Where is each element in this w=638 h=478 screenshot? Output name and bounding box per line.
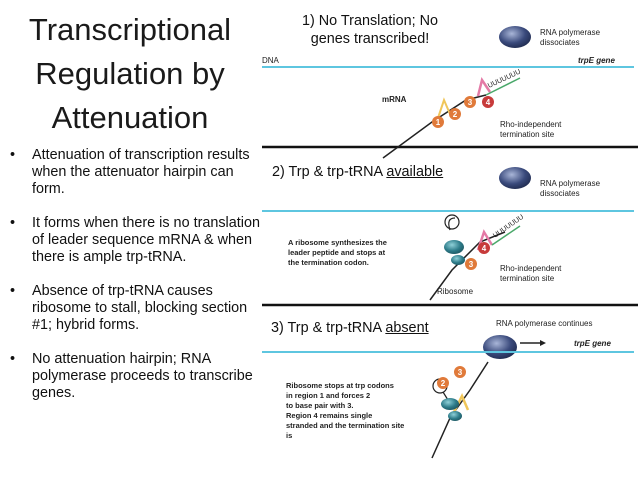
- bullet-item: • No attenuation hairpin; RNA polymerase …: [8, 351, 260, 402]
- rna-polymerase-icon: [499, 26, 531, 48]
- panel3-ribosome-text-line3: to base pair with 3.: [286, 401, 354, 410]
- panel1-polymerase-label-line2: dissociates: [540, 38, 580, 47]
- panel3-gene-label: trpE gene: [574, 339, 611, 348]
- bullet-dot: •: [10, 351, 16, 367]
- region-2-marker: [449, 108, 461, 120]
- panel2-polymerase-label: RNA polymerase dissociates: [540, 179, 602, 198]
- region-3-label: 3: [458, 368, 463, 377]
- u-run-strand: [485, 77, 521, 96]
- panel3-heading-underlined: absent: [385, 320, 429, 336]
- region-2-label: 2: [441, 379, 446, 388]
- ribosome-icon: [441, 398, 459, 410]
- region-4-marker: [482, 96, 494, 108]
- panel3-ribosome-text-line4: Region 4 remains single: [286, 411, 372, 420]
- panel2-ribosome-text-line2: leader peptide and stops at: [288, 248, 386, 257]
- bullet-dot: •: [10, 147, 16, 163]
- panel3-ribosome-text-line6: is: [286, 431, 292, 440]
- region-3-marker: [465, 258, 477, 270]
- arrow-head-icon: [540, 340, 546, 346]
- panel2-rho-line2: termination site: [500, 274, 555, 283]
- region-3-label: 3: [468, 98, 473, 107]
- bullet-item: • Attenuation of transcription results wh…: [8, 147, 260, 198]
- panel1-rho-label: Rho-independent termination site: [500, 120, 564, 139]
- panel1-polymerase-label: RNA polymerase dissociates: [540, 28, 602, 47]
- panel3-mrna-strand: [431, 361, 489, 459]
- region-2-label: 2: [453, 110, 458, 119]
- ribosome-small-subunit-icon: [451, 255, 465, 265]
- u-run-strand: [491, 225, 521, 246]
- panel2-rho-label: Rho-independent termination site: [500, 264, 564, 283]
- bullet-dot: •: [10, 215, 16, 231]
- region-4-label: 4: [486, 98, 491, 107]
- slide-title: Transcriptional Regulation by Attenuatio…: [6, 8, 254, 140]
- panel1-gene-label: trpE gene: [578, 56, 615, 65]
- panel1-mrna-label: mRNA: [382, 95, 407, 104]
- panel2-heading-underlined: available: [386, 164, 444, 180]
- panel2-heading-prefix: 2) Trp & trp-tRNA: [272, 164, 387, 180]
- bullet-text: No attenuation hairpin; RNA polymerase p…: [32, 351, 253, 401]
- panel2-ribosome-text-line1: A ribosome synthesizes the: [288, 238, 387, 247]
- hairpin-1-2: [437, 97, 451, 119]
- bullet-text: Attenuation of transcription results whe…: [32, 147, 250, 197]
- ribosome-small-subunit-icon: [448, 411, 462, 421]
- dna-label: DNA: [262, 56, 280, 65]
- panel2-polymerase-label-line1: RNA polymerase: [540, 179, 601, 188]
- panel2-heading: 2) Trp & trp-tRNA available: [272, 163, 443, 181]
- panel3-diagram: RNA polymerase continues trpE gene 3 2 R…: [262, 319, 634, 459]
- region-3-marker: [454, 366, 466, 378]
- panel3-ribosome-text-line2: in region 1 and forces 2: [286, 391, 370, 400]
- hairpin-3-4: [476, 76, 492, 97]
- ribosome-icon: [444, 240, 464, 254]
- panel2-rho-line1: Rho-independent: [500, 264, 562, 273]
- bullet-item: • It forms when there is no translation o…: [8, 215, 260, 266]
- bullet-list: • Attenuation of transcription results wh…: [8, 147, 260, 419]
- region-3-marker: [464, 96, 476, 108]
- panel3-ribosome-text-line5: stranded and the termination site: [286, 421, 404, 430]
- panel2-ribosome-text: A ribosome synthesizes the leader peptid…: [288, 238, 389, 267]
- bullet-text: Absence of trp-tRNA causes ribosome to s…: [32, 283, 248, 333]
- panel1-polymerase-label-line1: RNA polymerase: [540, 28, 601, 37]
- panel3-polymerase-label: RNA polymerase continues: [496, 319, 593, 328]
- panel2-diagram: RNA polymerase dissociates A ribosome sy…: [262, 167, 634, 301]
- rna-polymerase-icon: [499, 167, 531, 189]
- region-4-marker: [478, 242, 490, 254]
- peptide-loop: [444, 214, 460, 230]
- rna-polymerase-icon: [483, 335, 517, 359]
- panel2-ribosome-label: Ribosome: [437, 287, 474, 296]
- panel1-rho-line1: Rho-independent: [500, 120, 562, 129]
- title-line-2: Regulation by: [35, 56, 225, 91]
- panel2-mrna-strand: [429, 231, 506, 301]
- region-4-label: 4: [482, 244, 487, 253]
- hairpin-2-3: [450, 393, 470, 417]
- panel1-heading: 1) No Translation; No genes transcribed!: [302, 13, 438, 47]
- region-1-label: 1: [436, 118, 441, 127]
- bullet-dot: •: [10, 283, 16, 299]
- region-3-label: 3: [469, 260, 474, 269]
- region-1-marker: [432, 116, 444, 128]
- panel3-heading: 3) Trp & trp-tRNA absent: [271, 319, 429, 337]
- panel3-heading-prefix: 3) Trp & trp-tRNA: [271, 320, 386, 336]
- panel1-diagram: RNA polymerase dissociates DNA trpE gene…: [262, 26, 634, 159]
- panel2-ribosome-text-line3: the termination codon.: [288, 258, 369, 267]
- title-line-1: Transcriptional: [28, 12, 232, 47]
- region-2-marker: [437, 377, 449, 389]
- panel3-ribosome-text: Ribosome stops at trp codons in region 1…: [286, 381, 406, 440]
- panel2-polymerase-label-line2: dissociates: [540, 189, 580, 198]
- bullet-text: It forms when there is no translation of…: [32, 215, 260, 265]
- panel3-ribosome-text-line1: Ribosome stops at trp codons: [286, 381, 394, 390]
- bullet-item: • Absence of trp-tRNA causes ribosome to …: [8, 283, 260, 334]
- panel1-rho-line2: termination site: [500, 130, 555, 139]
- title-line-3: Attenuation: [51, 100, 209, 135]
